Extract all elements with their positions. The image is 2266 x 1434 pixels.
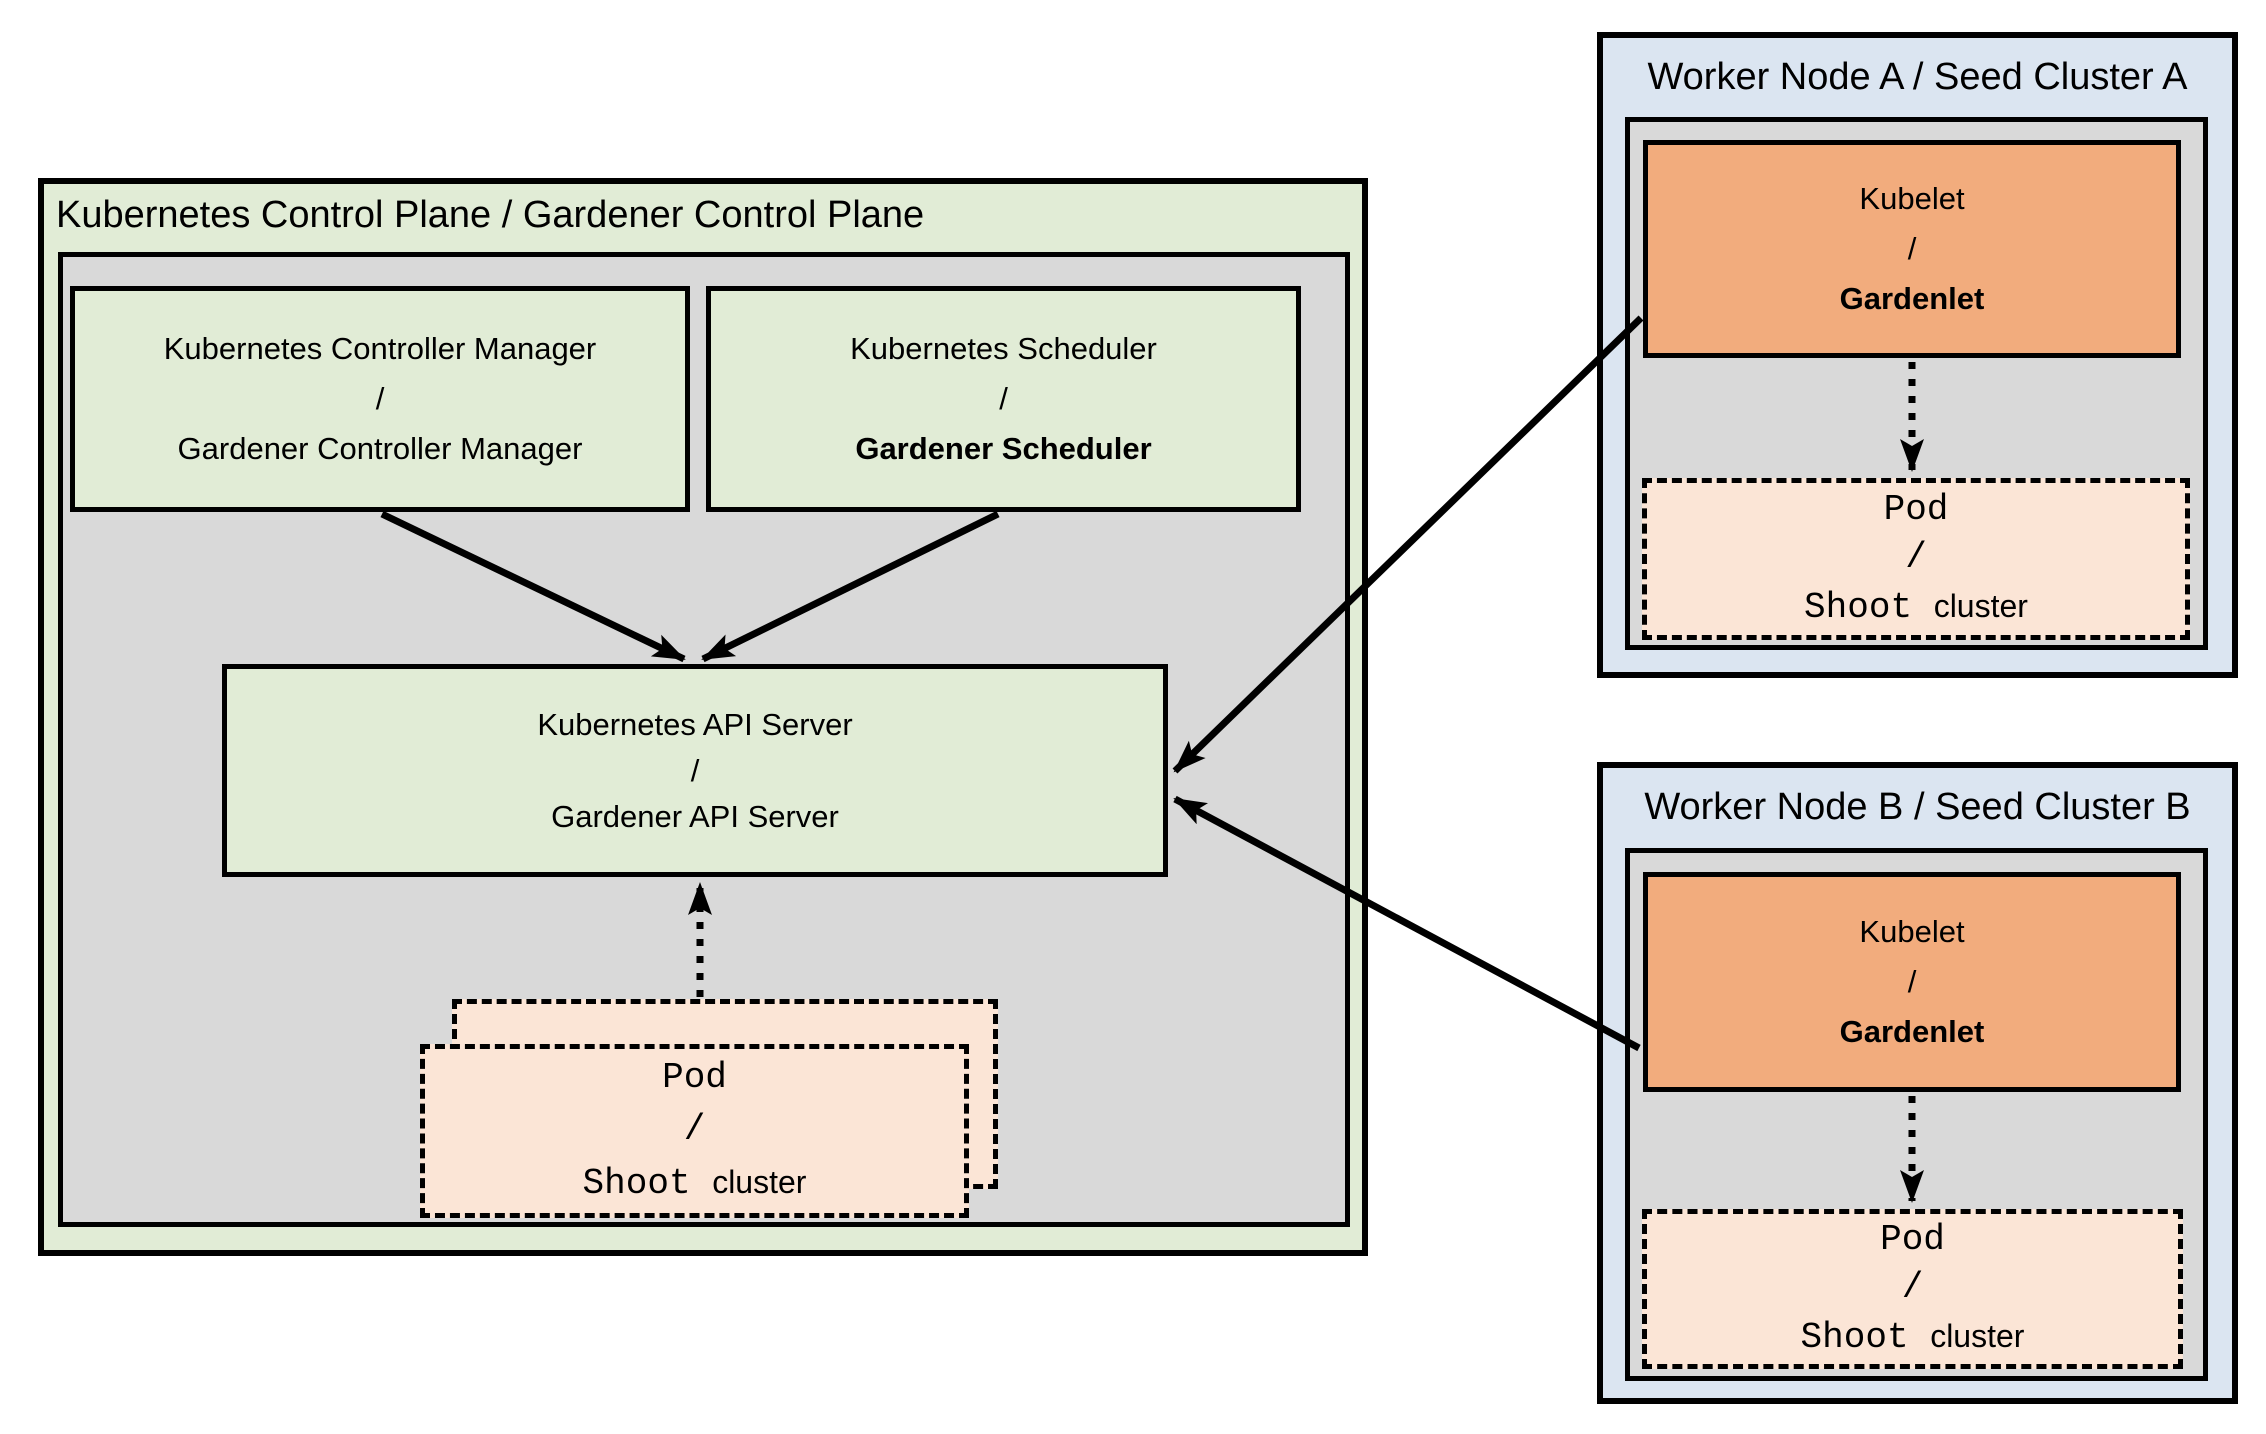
controller-manager-label: Kubernetes Controller Manager / Gardener… [75,291,685,507]
api-server-label: Kubernetes API Server / Gardener API Ser… [227,669,1163,872]
scheduler-separator: / [999,381,1008,416]
pod-line2: Shoot cluster [583,1156,807,1210]
kubelet-b-line1: Kubelet [1859,914,1965,949]
pod-line2-plain: cluster [712,1164,807,1200]
pod-b-box: Pod / Shoot cluster [1642,1209,2183,1369]
worker-node-b-inner-panel: Kubelet / Gardenlet Pod / Shoot cluster [1625,848,2208,1381]
kubelet-b-box: Kubelet / Gardenlet [1643,872,2181,1092]
kubelet-a-separator: / [1907,231,1917,266]
api-server-line1: Kubernetes API Server [537,706,853,742]
worker-node-a-inner-panel: Kubelet / Gardenlet Pod / Shoot cluster [1625,117,2208,650]
scheduler-line1: Kubernetes Scheduler [850,331,1157,366]
kubelet-b-line2: Gardenlet [1839,1014,1985,1049]
pod-a-label: Pod / Shoot cluster [1647,483,2185,635]
control-plane-inner-panel: Kubernetes Controller Manager / Gardener… [58,252,1350,1227]
pod-a-box: Pod / Shoot cluster [1642,478,2190,640]
pod-separator: / [683,1109,706,1150]
controller-manager-line2: Gardener Controller Manager [177,431,583,466]
pod-a-separator: / [1905,537,1927,578]
pod-line1: Pod [662,1057,727,1098]
controller-manager-box: Kubernetes Controller Manager / Gardener… [70,286,690,512]
worker-node-a-box: Worker Node A / Seed Cluster A Kubelet /… [1597,32,2238,678]
controller-manager-line1: Kubernetes Controller Manager [163,331,597,366]
api-server-line2: Gardener API Server [551,798,839,834]
kubelet-a-line1: Kubelet [1859,181,1965,216]
control-plane-box: Kubernetes Control Plane / Gardener Cont… [38,178,1368,1256]
scheduler-label: Kubernetes Scheduler / Gardener Schedule… [711,291,1296,507]
kubelet-a-line2: Gardenlet [1839,281,1985,316]
worker-node-b-title: Worker Node B / Seed Cluster B [1644,786,2191,828]
kubelet-b-separator: / [1907,964,1917,999]
api-server-separator: / [690,752,700,788]
pod-b-label: Pod / Shoot cluster [1647,1214,2178,1364]
pod-a-line1: Pod [1883,489,1949,530]
pod-b-line2: Shoot cluster [1801,1312,2025,1362]
pod-b-line2-code: Shoot [1800,1317,1909,1358]
pod-a-line2-plain: cluster [1933,588,2028,624]
pod-line2-code: Shoot [582,1163,691,1204]
kubelet-b-label: Kubelet / Gardenlet [1648,877,2176,1087]
scheduler-line2: Gardener Scheduler [855,431,1152,466]
controller-manager-separator: / [375,381,385,416]
pod-b-line1: Pod [1880,1219,1945,1260]
control-plane-title: Kubernetes Control Plane / Gardener Cont… [56,194,925,236]
scheduler-box: Kubernetes Scheduler / Gardener Schedule… [706,286,1301,512]
worker-node-b-box: Worker Node B / Seed Cluster B Kubelet /… [1597,762,2238,1404]
worker-node-a-title: Worker Node A / Seed Cluster A [1647,56,2188,98]
kubelet-a-box: Kubelet / Gardenlet [1643,140,2181,358]
pod-a-line2: Shoot cluster [1804,582,2028,632]
pod-a-line2-code: Shoot [1804,587,1913,628]
api-server-box: Kubernetes API Server / Gardener API Ser… [222,664,1168,877]
pod-shoot-cluster-box: Pod / Shoot cluster [420,1044,969,1218]
pod-shoot-cluster-label: Pod / Shoot cluster [425,1049,964,1213]
pod-b-line2-plain: cluster [1930,1318,2025,1354]
kubelet-a-label: Kubelet / Gardenlet [1648,145,2176,353]
pod-b-separator: / [1901,1267,1924,1308]
